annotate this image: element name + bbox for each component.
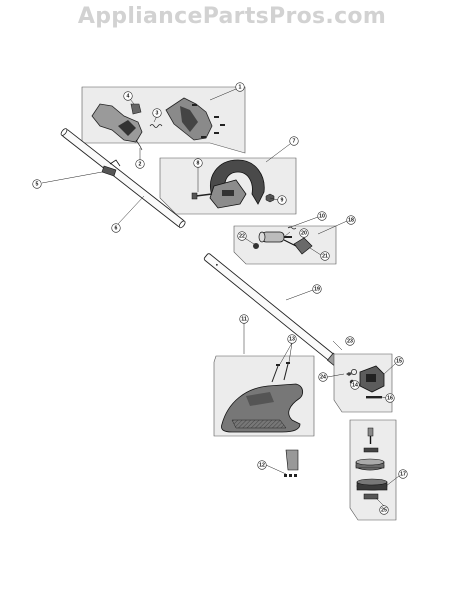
callout-22-text: 22: [239, 233, 245, 239]
callout-25-text: 25: [381, 507, 387, 513]
callout-15: 15: [394, 356, 404, 366]
callout-6: 6: [111, 223, 121, 233]
knob-bolt-part: [191, 192, 213, 200]
callout-9: 9: [277, 195, 287, 205]
callout-17: 17: [398, 469, 408, 479]
callout-6-text: 6: [115, 225, 118, 231]
assist-handle-group: [159, 157, 297, 215]
callout-20: 20: [299, 228, 309, 238]
callout-21: 21: [320, 251, 330, 261]
head-spool-part: [355, 458, 385, 471]
callout-17-text: 17: [400, 471, 406, 477]
line-cutter-screw-set: [284, 474, 297, 477]
callout-2: 2: [135, 159, 145, 169]
callout-3: 3: [152, 108, 162, 118]
callout-21-text: 21: [322, 253, 328, 259]
head-cover-part: [356, 478, 388, 491]
callout-4: 4: [123, 91, 133, 101]
callout-1-text: 1: [239, 84, 242, 90]
callout-11-text: 11: [241, 316, 247, 322]
callout-19-text: 19: [314, 286, 320, 292]
callout-24: 24: [318, 372, 328, 382]
callout-25: 25: [379, 505, 389, 515]
callout-16: 16: [385, 393, 395, 403]
line-cutter-part: [285, 449, 299, 471]
gear-shaft-part: [366, 396, 382, 399]
guard-assembly-group: [213, 355, 315, 437]
handle-assembly-group: [81, 86, 246, 154]
callout-4-text: 4: [127, 93, 130, 99]
coupler-assembly-group: [233, 225, 337, 265]
leader-lines: [41, 88, 400, 509]
callout-24-text: 24: [320, 374, 326, 380]
coupler-button-part: [253, 243, 259, 249]
shaft-clamp-part: [101, 159, 121, 177]
lower-shaft-part: [203, 253, 347, 371]
screw-set: [192, 104, 225, 138]
watermark-text: AppliancePartsPros.com: [77, 4, 387, 29]
callout-14: 14: [350, 380, 360, 390]
callout-15-text: 15: [396, 358, 402, 364]
coupler-body-part: [258, 231, 285, 243]
switch-spring-part: [135, 139, 143, 151]
callout-14-text: 14: [352, 382, 358, 388]
callout-8-text: 8: [197, 160, 200, 166]
callout-23-text: 23: [347, 338, 353, 344]
coupler-knob-part: [283, 237, 313, 255]
callout-18: 18: [346, 215, 356, 225]
callout-3-text: 3: [156, 110, 159, 116]
head-bolt-part: [367, 427, 374, 444]
callout-7: 7: [289, 136, 299, 146]
coupler-pin-part: [284, 236, 292, 238]
callout-1: 1: [235, 82, 245, 92]
callout-5-text: 5: [36, 181, 39, 187]
callout-7-text: 7: [293, 138, 296, 144]
callout-5: 5: [32, 179, 42, 189]
callout-labels: 1 2 3 4 5 6 7 8 9 10 11 12 13 14 15 16 1…: [32, 82, 408, 515]
callout-22: 22: [237, 231, 247, 241]
callout-13-text: 13: [289, 336, 295, 342]
gear-washer-part: [351, 369, 357, 375]
callout-10: 10: [317, 211, 327, 221]
upper-shaft-part: [60, 128, 186, 229]
trimmer-head-group: [349, 419, 397, 521]
callout-19: 19: [312, 284, 322, 294]
switch-part: [130, 103, 142, 115]
callout-2-text: 2: [139, 161, 142, 167]
callout-9-text: 9: [281, 197, 284, 203]
callout-11: 11: [239, 314, 249, 324]
head-hub-part: [363, 447, 379, 453]
coupler-spring-part: [287, 226, 297, 230]
head-bump-knob-part: [363, 493, 379, 500]
callout-12-text: 12: [259, 462, 265, 468]
upper-shaft-group: [60, 128, 186, 229]
callout-8: 8: [193, 158, 203, 168]
gear-head-group: [333, 353, 393, 413]
guard-screw-set: [271, 362, 290, 383]
line-cutter-group: [284, 449, 299, 477]
callout-12: 12: [257, 460, 267, 470]
callout-20-text: 20: [301, 230, 307, 236]
callout-13: 13: [287, 334, 297, 344]
callout-16-text: 16: [387, 395, 393, 401]
callout-10-text: 10: [319, 213, 325, 219]
callout-18-text: 18: [348, 217, 354, 223]
spring-part: [149, 124, 163, 128]
coupler-assembly-panel: [233, 225, 337, 265]
callout-23: 23: [345, 336, 355, 346]
